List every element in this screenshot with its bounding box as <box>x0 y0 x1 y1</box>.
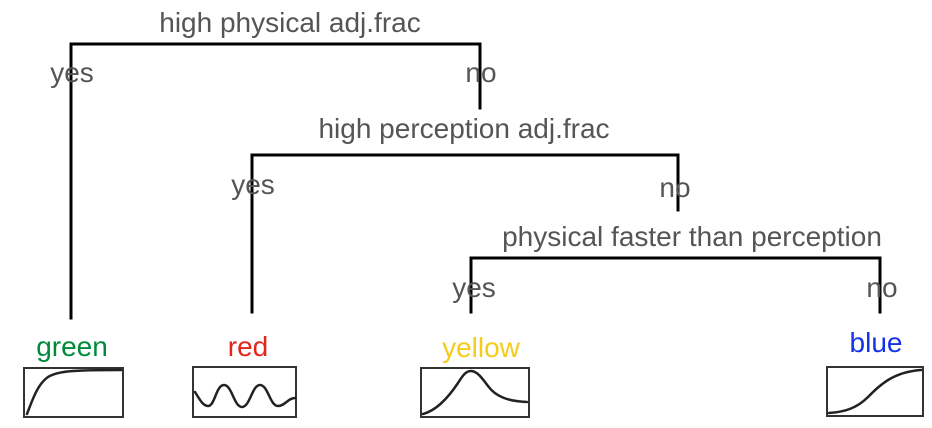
speed-question: physical faster than perception <box>502 221 882 252</box>
sigmoid-curve-icon <box>827 368 923 415</box>
saturating-rise-curve-icon <box>25 368 123 416</box>
perception-split: high perception adj.frac yes no <box>231 113 691 314</box>
leaf-yellow-thumbnail <box>420 367 530 418</box>
speed-yes-label: yes <box>452 272 496 303</box>
speed-branch-line <box>469 256 882 314</box>
perception-question: high perception adj.frac <box>318 113 609 144</box>
leaf-red-thumbnail <box>192 366 297 418</box>
oscillating-wave-curve-icon <box>193 383 297 409</box>
root-no-label: no <box>465 57 496 88</box>
single-peak-curve-icon <box>421 369 529 416</box>
leaf-green-thumbnail <box>23 367 124 418</box>
leaf-yellow-label: yellow <box>442 332 521 363</box>
root-branch-line <box>69 42 482 320</box>
perception-yes-label: yes <box>231 169 275 200</box>
leaf-green-label: green <box>36 331 108 362</box>
root-question: high physical adj.frac <box>159 7 420 38</box>
perception-no-label: no <box>659 172 690 203</box>
leaf-yellow: yellow <box>420 332 530 418</box>
speed-split: physical faster than perception yes no <box>452 221 898 314</box>
perception-branch-line <box>250 153 680 314</box>
leaf-red: red <box>192 331 297 418</box>
leaf-blue: blue <box>826 327 924 417</box>
leaf-red-label: red <box>228 331 268 362</box>
leaf-green: green <box>23 331 124 418</box>
root-yes-label: yes <box>50 57 94 88</box>
leaf-blue-label: blue <box>850 327 903 358</box>
root-split: high physical adj.frac yes no <box>50 7 497 320</box>
speed-no-label: no <box>866 272 897 303</box>
